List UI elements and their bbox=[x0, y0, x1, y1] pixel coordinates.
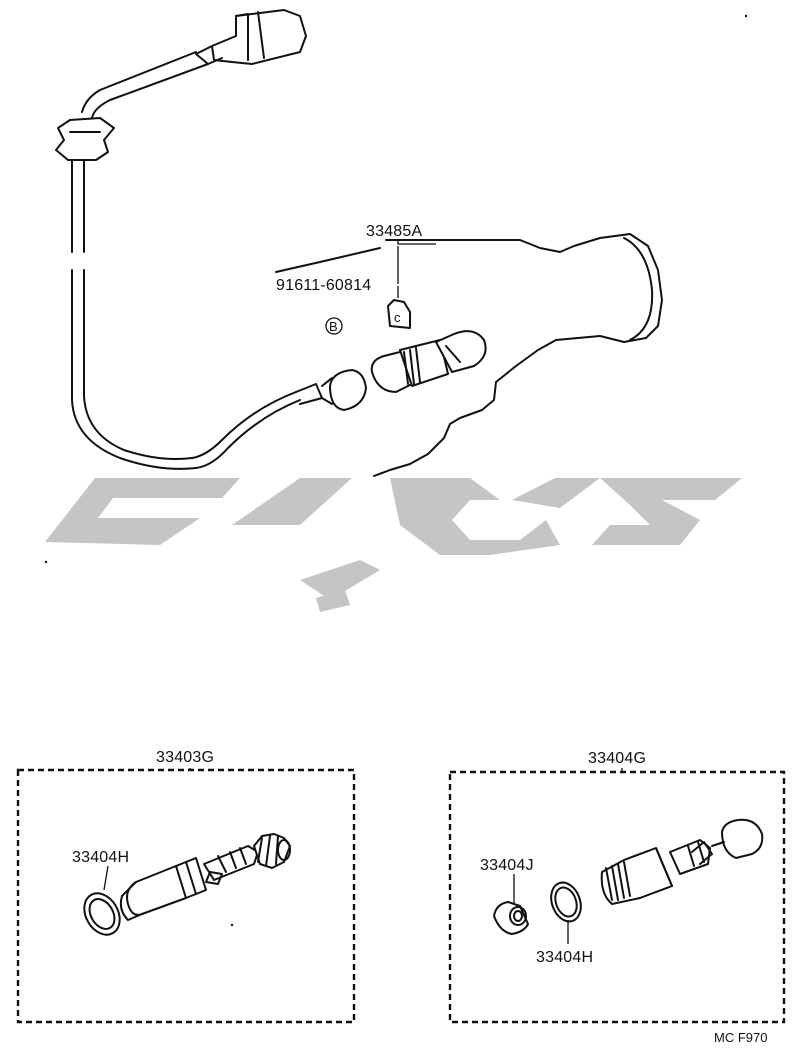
detail-box-right bbox=[448, 770, 786, 1024]
leader-33485A bbox=[397, 240, 436, 245]
clip-mark: c bbox=[394, 310, 401, 325]
label-33404J: 33404J bbox=[480, 857, 534, 874]
watermark-logo bbox=[45, 478, 742, 612]
meter-housing-outline bbox=[275, 233, 663, 477]
figure-code: MC F970 bbox=[714, 1030, 767, 1045]
leader-33404H-left bbox=[103, 865, 109, 891]
upper-cable-assembly bbox=[55, 9, 367, 470]
marker-b-label: B bbox=[329, 319, 338, 334]
upper-driven-gear: c bbox=[370, 246, 487, 393]
label-33403G: 33403G bbox=[156, 749, 214, 766]
speck bbox=[230, 923, 234, 927]
speck bbox=[44, 560, 48, 564]
marker-b-circle bbox=[325, 317, 343, 335]
label-33404H-left: 33404H bbox=[72, 849, 129, 866]
left-driven-gear-assembly bbox=[83, 833, 291, 936]
label-33485A: 33485A bbox=[366, 223, 422, 240]
detail-box-left bbox=[16, 768, 356, 1024]
label-33404G: 33404G bbox=[588, 750, 646, 767]
speck bbox=[744, 14, 748, 18]
right-driven-gear-assembly bbox=[493, 818, 764, 935]
label-91611-60814: 91611-60814 bbox=[276, 277, 371, 294]
label-33404H-right: 33404H bbox=[536, 949, 593, 966]
